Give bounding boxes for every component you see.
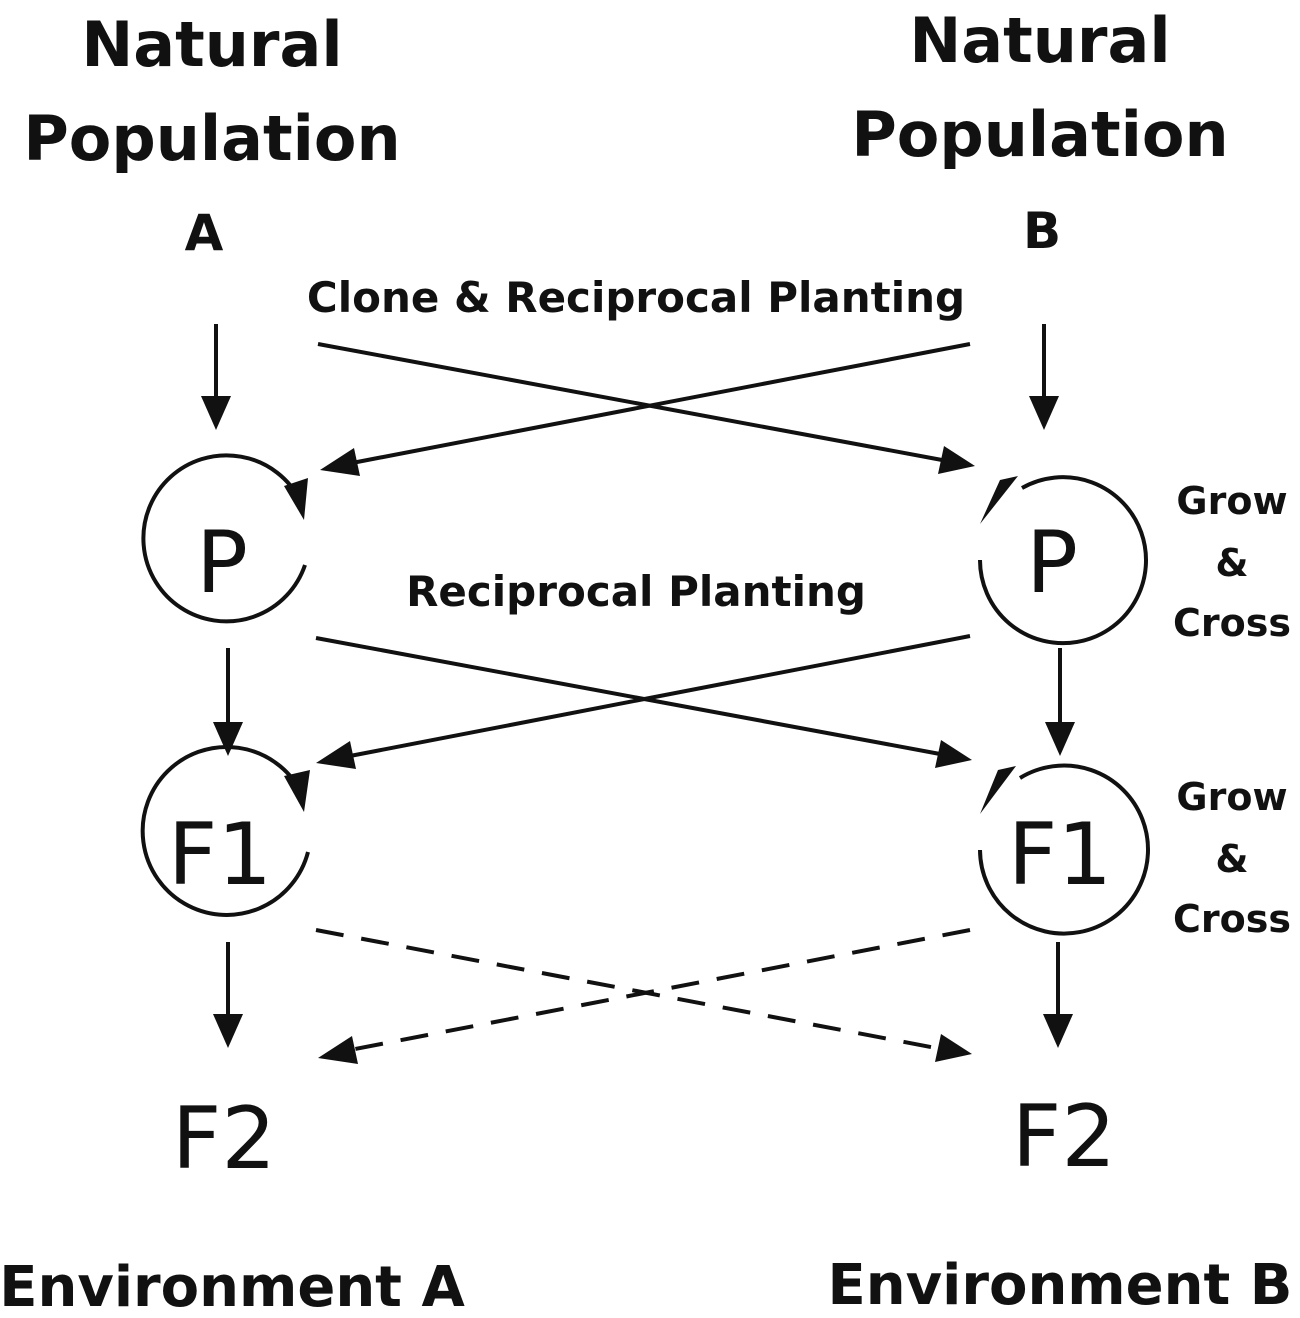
population-a-title-line1: Natural	[81, 8, 342, 81]
grow-cross-f1-note: Grow & Cross	[1173, 775, 1291, 941]
grow-cross-f1-line3: Cross	[1173, 897, 1291, 941]
grow-cross-p-line3: Cross	[1173, 601, 1291, 645]
population-a-title-line2: Population	[23, 102, 400, 175]
f2-label-b: F2	[1012, 1087, 1116, 1187]
grow-cross-p-line1: Grow	[1176, 479, 1287, 523]
f2-label-a: F2	[172, 1089, 276, 1189]
f1-label-b: F1	[1008, 805, 1112, 905]
arrow-p-a-to-env-b-f1	[315, 636, 972, 768]
p-label-b: P	[1026, 513, 1078, 613]
f1-node-b: F1	[978, 763, 1150, 936]
grow-cross-f1-line2: &	[1215, 837, 1248, 881]
population-b-title-line2: Population	[851, 98, 1228, 171]
population-a-letter: A	[185, 204, 224, 262]
environment-a-label: Environment A	[0, 1255, 465, 1318]
f1-label-a: F1	[168, 805, 272, 905]
arrow-p-b-to-env-a-f1	[316, 634, 971, 769]
arrow-b-to-p	[1029, 324, 1059, 430]
arrow-b-to-env-a-p	[320, 342, 971, 476]
arrow-a-to-p	[201, 324, 231, 430]
reciprocal-planting-label: Reciprocal Planting	[406, 567, 866, 616]
arrow-f1-to-f2-right	[1043, 942, 1073, 1048]
dashed-arrow-f1-a-to-env-b	[315, 928, 972, 1062]
arrow-p-to-f1-right	[1045, 648, 1075, 756]
grow-cross-p-line2: &	[1215, 541, 1248, 585]
p-node-b: P	[978, 475, 1148, 646]
p-label-a: P	[196, 513, 248, 613]
p-node-a: P	[141, 453, 308, 624]
arrow-f1-to-f2-left	[213, 942, 243, 1048]
clone-planting-label: Clone & Reciprocal Planting	[307, 273, 965, 322]
grow-cross-p-note: Grow & Cross	[1173, 479, 1291, 645]
environment-b-label: Environment B	[828, 1253, 1293, 1318]
arrow-p-to-f1-left	[213, 648, 243, 756]
arrow-a-to-env-b-p	[317, 342, 975, 474]
population-b-title-line1: Natural	[909, 4, 1170, 77]
dashed-arrow-f1-b-to-env-a	[318, 928, 971, 1064]
population-b-letter: B	[1023, 202, 1061, 260]
grow-cross-f1-line1: Grow	[1176, 775, 1287, 819]
f1-node-a: F1	[140, 745, 310, 917]
